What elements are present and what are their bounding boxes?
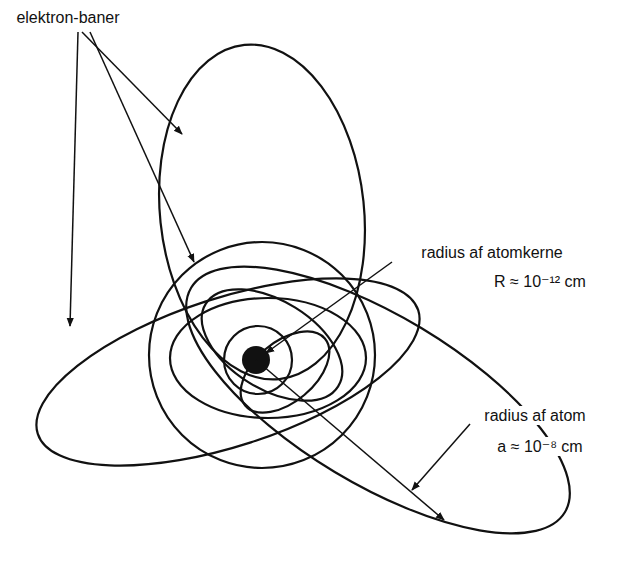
label-text: radius af atomkerne [419,243,564,262]
electron-orbit [224,326,292,394]
label-text: a ≈ 10⁻⁸ cm [495,437,584,456]
leader-line [266,262,392,353]
leader-line [90,32,194,262]
radius-line [256,360,444,520]
electron-orbit [148,216,608,564]
electron-orbit [170,298,366,418]
electron-orbit [149,242,375,468]
label-text: radius af atom [482,406,587,425]
electron-orbit [226,316,344,429]
electron-orbit [15,240,441,504]
leader-line [70,32,78,326]
electron-orbit [143,34,381,389]
leader-line [412,424,470,490]
label-text: R ≈ 10⁻¹² cm [492,272,588,291]
label-text: elektron-baner [14,8,121,27]
